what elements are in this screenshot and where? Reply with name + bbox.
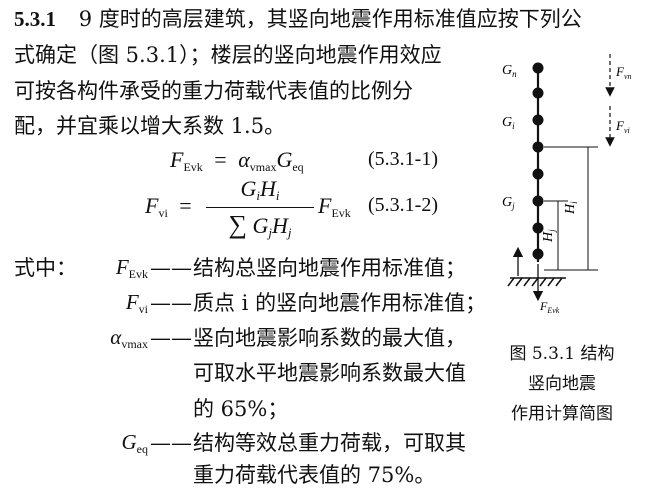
- term-4-dash: ——: [150, 431, 192, 455]
- mass-node: [532, 114, 544, 126]
- term-3-text-2: 可取水平地震影响系数最大值: [193, 361, 466, 385]
- term-1-text: 结构总竖向地震作用标准值；: [193, 256, 466, 280]
- mass-node: [532, 195, 544, 207]
- label-gi: Gi: [502, 115, 515, 131]
- equation-2-lhs: Fvi =: [145, 193, 192, 220]
- label-fvi: Fvi: [615, 118, 630, 135]
- figure-caption-2: 竖向地震: [528, 374, 596, 394]
- ground-support: [507, 277, 566, 287]
- structure-diagram: Gn Gi Gj Fvn Fvi Hi Hj FEvk: [502, 54, 632, 315]
- figure-caption-1: 图 5.3.1 结构: [509, 344, 615, 364]
- mass-node: [532, 141, 544, 153]
- mass-node: [532, 62, 544, 74]
- equation-1-number: (5.3.1-1): [368, 148, 438, 170]
- label-gn: Gn: [502, 63, 517, 79]
- mass-node: [532, 168, 544, 180]
- label-gj: Gj: [502, 195, 515, 211]
- label-fevk: FEvk: [539, 299, 560, 315]
- term-1-symbol: FEvk: [115, 255, 148, 281]
- label-hj: Hj: [541, 229, 557, 243]
- equation-2-fraction: GiHi ∑ GjHj: [206, 176, 314, 241]
- where-lead: 式中：: [14, 256, 77, 280]
- term-4-text-1: 结构等效总重力荷载，可取其: [193, 431, 466, 455]
- term-4-text-2: 重力荷载代表值的 75%。: [193, 463, 436, 487]
- clause-line-1: 5.3.1 9 度时的高层建筑，其竖向地震作用标准值应按下列公: [14, 6, 582, 32]
- clause-line-3: 可按各构件承受的重力荷载代表值的比例分: [14, 79, 413, 103]
- term-2-symbol: Fvi: [125, 290, 148, 316]
- equation-2-factor: FEvk: [318, 193, 351, 220]
- term-2-text: 质点 i 的竖向地震作用标准值；: [193, 291, 487, 315]
- term-3-text-3: 的 65%；: [193, 397, 289, 421]
- mass-node: [532, 222, 544, 234]
- clause-text-1: 9 度时的高层建筑，其竖向地震作用标准值应按下列公: [78, 7, 582, 31]
- figure-caption-3: 作用计算简图: [511, 404, 613, 424]
- fraction-denominator: ∑ GjHj: [228, 210, 292, 240]
- label-hi: Hi: [563, 201, 579, 215]
- fraction-bar: [206, 207, 314, 208]
- label-fvn: Fvn: [615, 64, 632, 81]
- term-3-symbol: αvmax: [110, 325, 148, 351]
- equation-2-number: (5.3.1-2): [368, 194, 438, 216]
- term-3-dash: ——: [150, 326, 192, 350]
- mass-node: [532, 87, 544, 99]
- term-4-symbol: Geq: [121, 430, 149, 456]
- equation-1: FEvk = αvmaxGeq: [170, 147, 304, 174]
- clause-line-4: 配，并宜乘以增大系数 1.5。: [14, 114, 286, 138]
- fraction-numerator: GiHi: [240, 176, 280, 203]
- mass-node: [532, 248, 544, 260]
- clause-number: 5.3.1: [14, 7, 56, 31]
- mass-nodes: [532, 62, 544, 260]
- term-1-dash: ——: [150, 256, 192, 280]
- term-2-dash: ——: [150, 291, 192, 315]
- term-3-text-1: 竖向地震影响系数的最大值，: [193, 326, 466, 350]
- clause-line-2: 式确定（图 5.3.1）；楼层的竖向地震作用效应: [14, 43, 442, 67]
